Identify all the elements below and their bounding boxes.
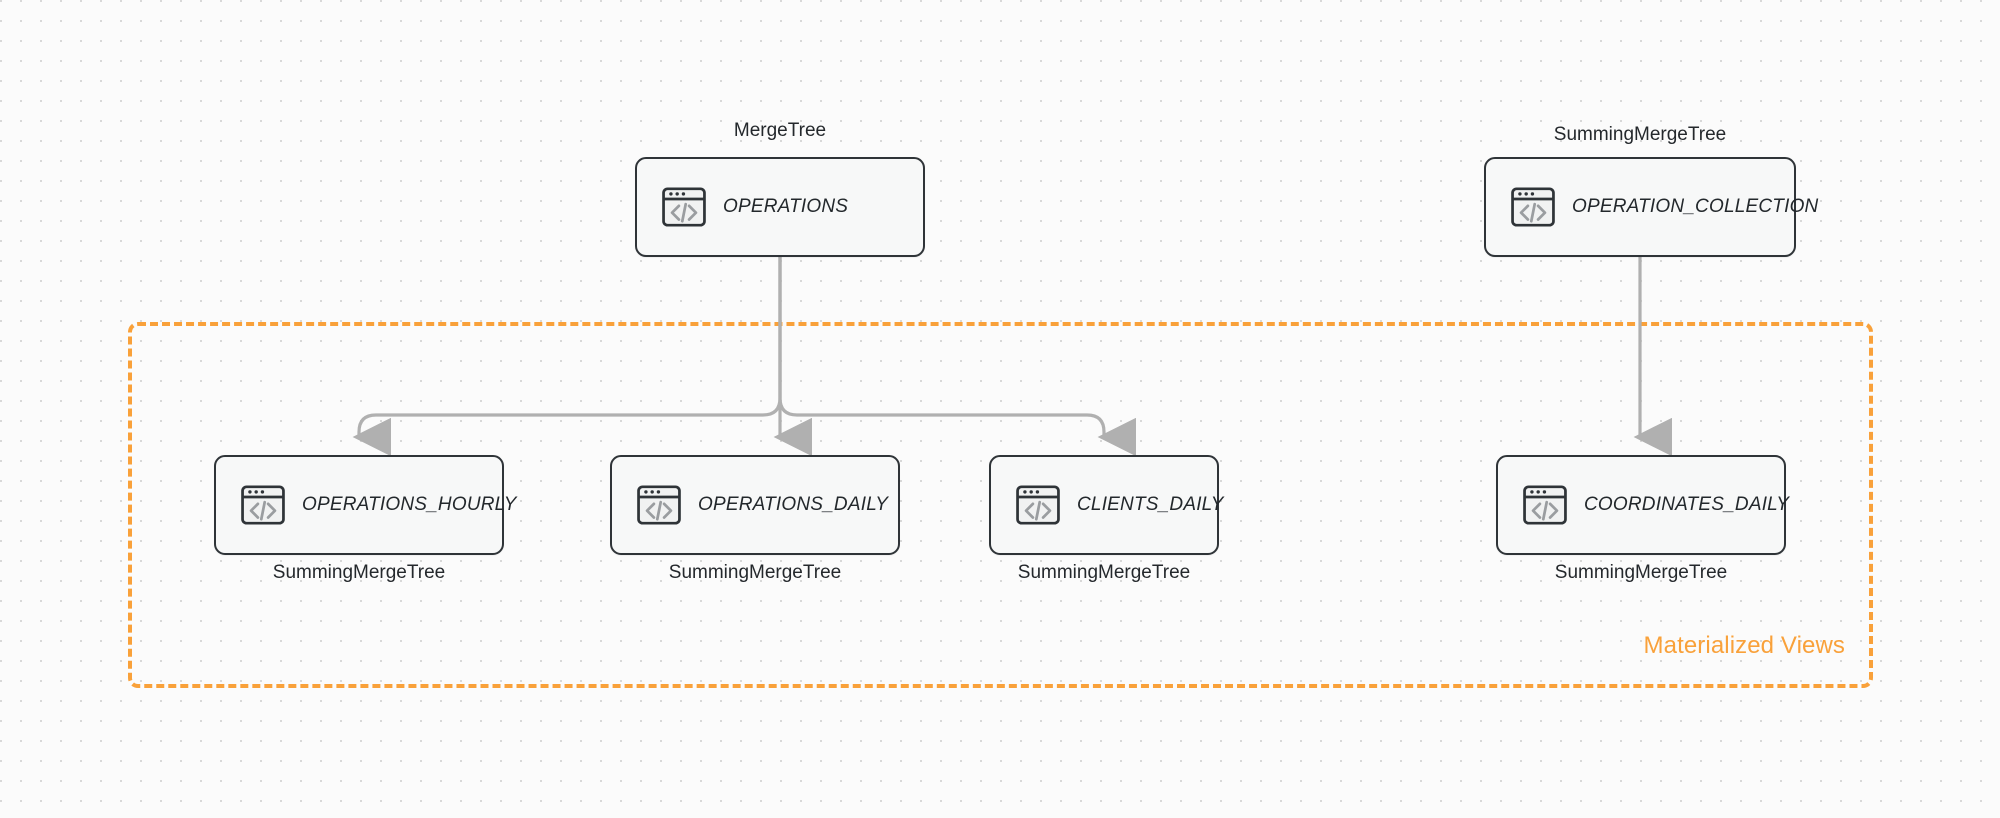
code-window-icon (634, 480, 684, 530)
code-window-icon (1508, 182, 1558, 232)
node-clients-daily[interactable]: CLIENTS_DAILY (989, 455, 1223, 555)
node-label-coordinates-daily: COORDINATES_DAILY (1584, 494, 1790, 515)
node-operations[interactable]: OPERATIONS (635, 157, 925, 257)
materialized-views-group-label: Materialized Views (1643, 632, 1845, 659)
node-label-operations-daily: OPERATIONS_DAILY (698, 494, 889, 515)
node-operations-hourly[interactable]: OPERATIONS_HOURLY (214, 455, 516, 555)
node-operations-daily[interactable]: OPERATIONS_DAILY (610, 455, 900, 555)
engine-caption-operations-hourly: SummingMergeTree (272, 562, 446, 583)
code-window-icon (1013, 480, 1063, 530)
node-label-operations-hourly: OPERATIONS_HOURLY (302, 494, 517, 515)
engine-caption-operations: MergeTree (733, 120, 827, 141)
code-window-icon (1520, 480, 1570, 530)
code-window-icon (238, 480, 288, 530)
engine-caption-operations-daily: SummingMergeTree (668, 562, 842, 583)
engine-caption-coordinates-daily: SummingMergeTree (1554, 562, 1728, 583)
node-label-operations: OPERATIONS (723, 196, 849, 217)
code-window-icon (659, 182, 709, 232)
node-label-clients-daily: CLIENTS_DAILY (1077, 494, 1224, 515)
engine-caption-clients-daily: SummingMergeTree (1017, 562, 1191, 583)
node-label-operation-collection: OPERATION_COLLECTION (1572, 196, 1819, 217)
node-coordinates-daily[interactable]: COORDINATES_DAILY (1496, 455, 1790, 555)
engine-caption-operation-collection: SummingMergeTree (1553, 124, 1727, 145)
node-operation-collection[interactable]: OPERATION_COLLECTION (1484, 157, 1818, 257)
